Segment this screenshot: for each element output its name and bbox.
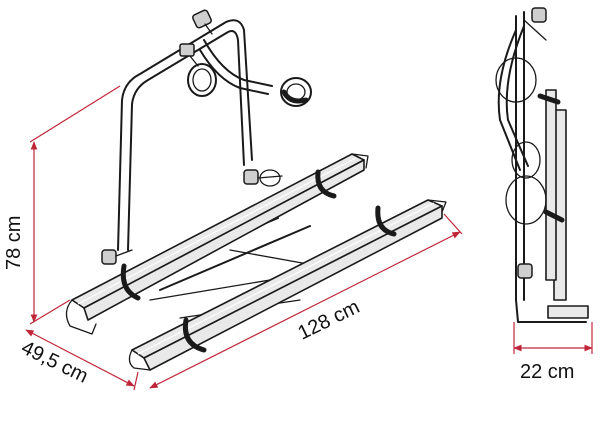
dimension-lines <box>25 85 593 391</box>
rack-perspective-view <box>65 9 447 371</box>
frame-clamp-right <box>280 77 312 107</box>
depth-extension-right <box>133 371 139 391</box>
base-frame-knob <box>101 249 133 265</box>
height-extension-top <box>29 85 121 143</box>
lower-frame-knob <box>243 169 283 187</box>
height-extension-bottom <box>29 299 71 325</box>
width-label: 22 cm <box>520 361 574 383</box>
length-label: 128 cm <box>295 296 364 345</box>
top-knob <box>192 9 213 35</box>
depth-dimension-line <box>25 329 135 387</box>
length-dimension-line <box>149 231 461 389</box>
frame-clamp-left <box>179 43 217 97</box>
height-label: 78 cm <box>3 216 25 270</box>
length-extension-right <box>443 213 463 235</box>
rack-side-view <box>495 7 589 323</box>
wheel-rail-front <box>128 199 447 371</box>
